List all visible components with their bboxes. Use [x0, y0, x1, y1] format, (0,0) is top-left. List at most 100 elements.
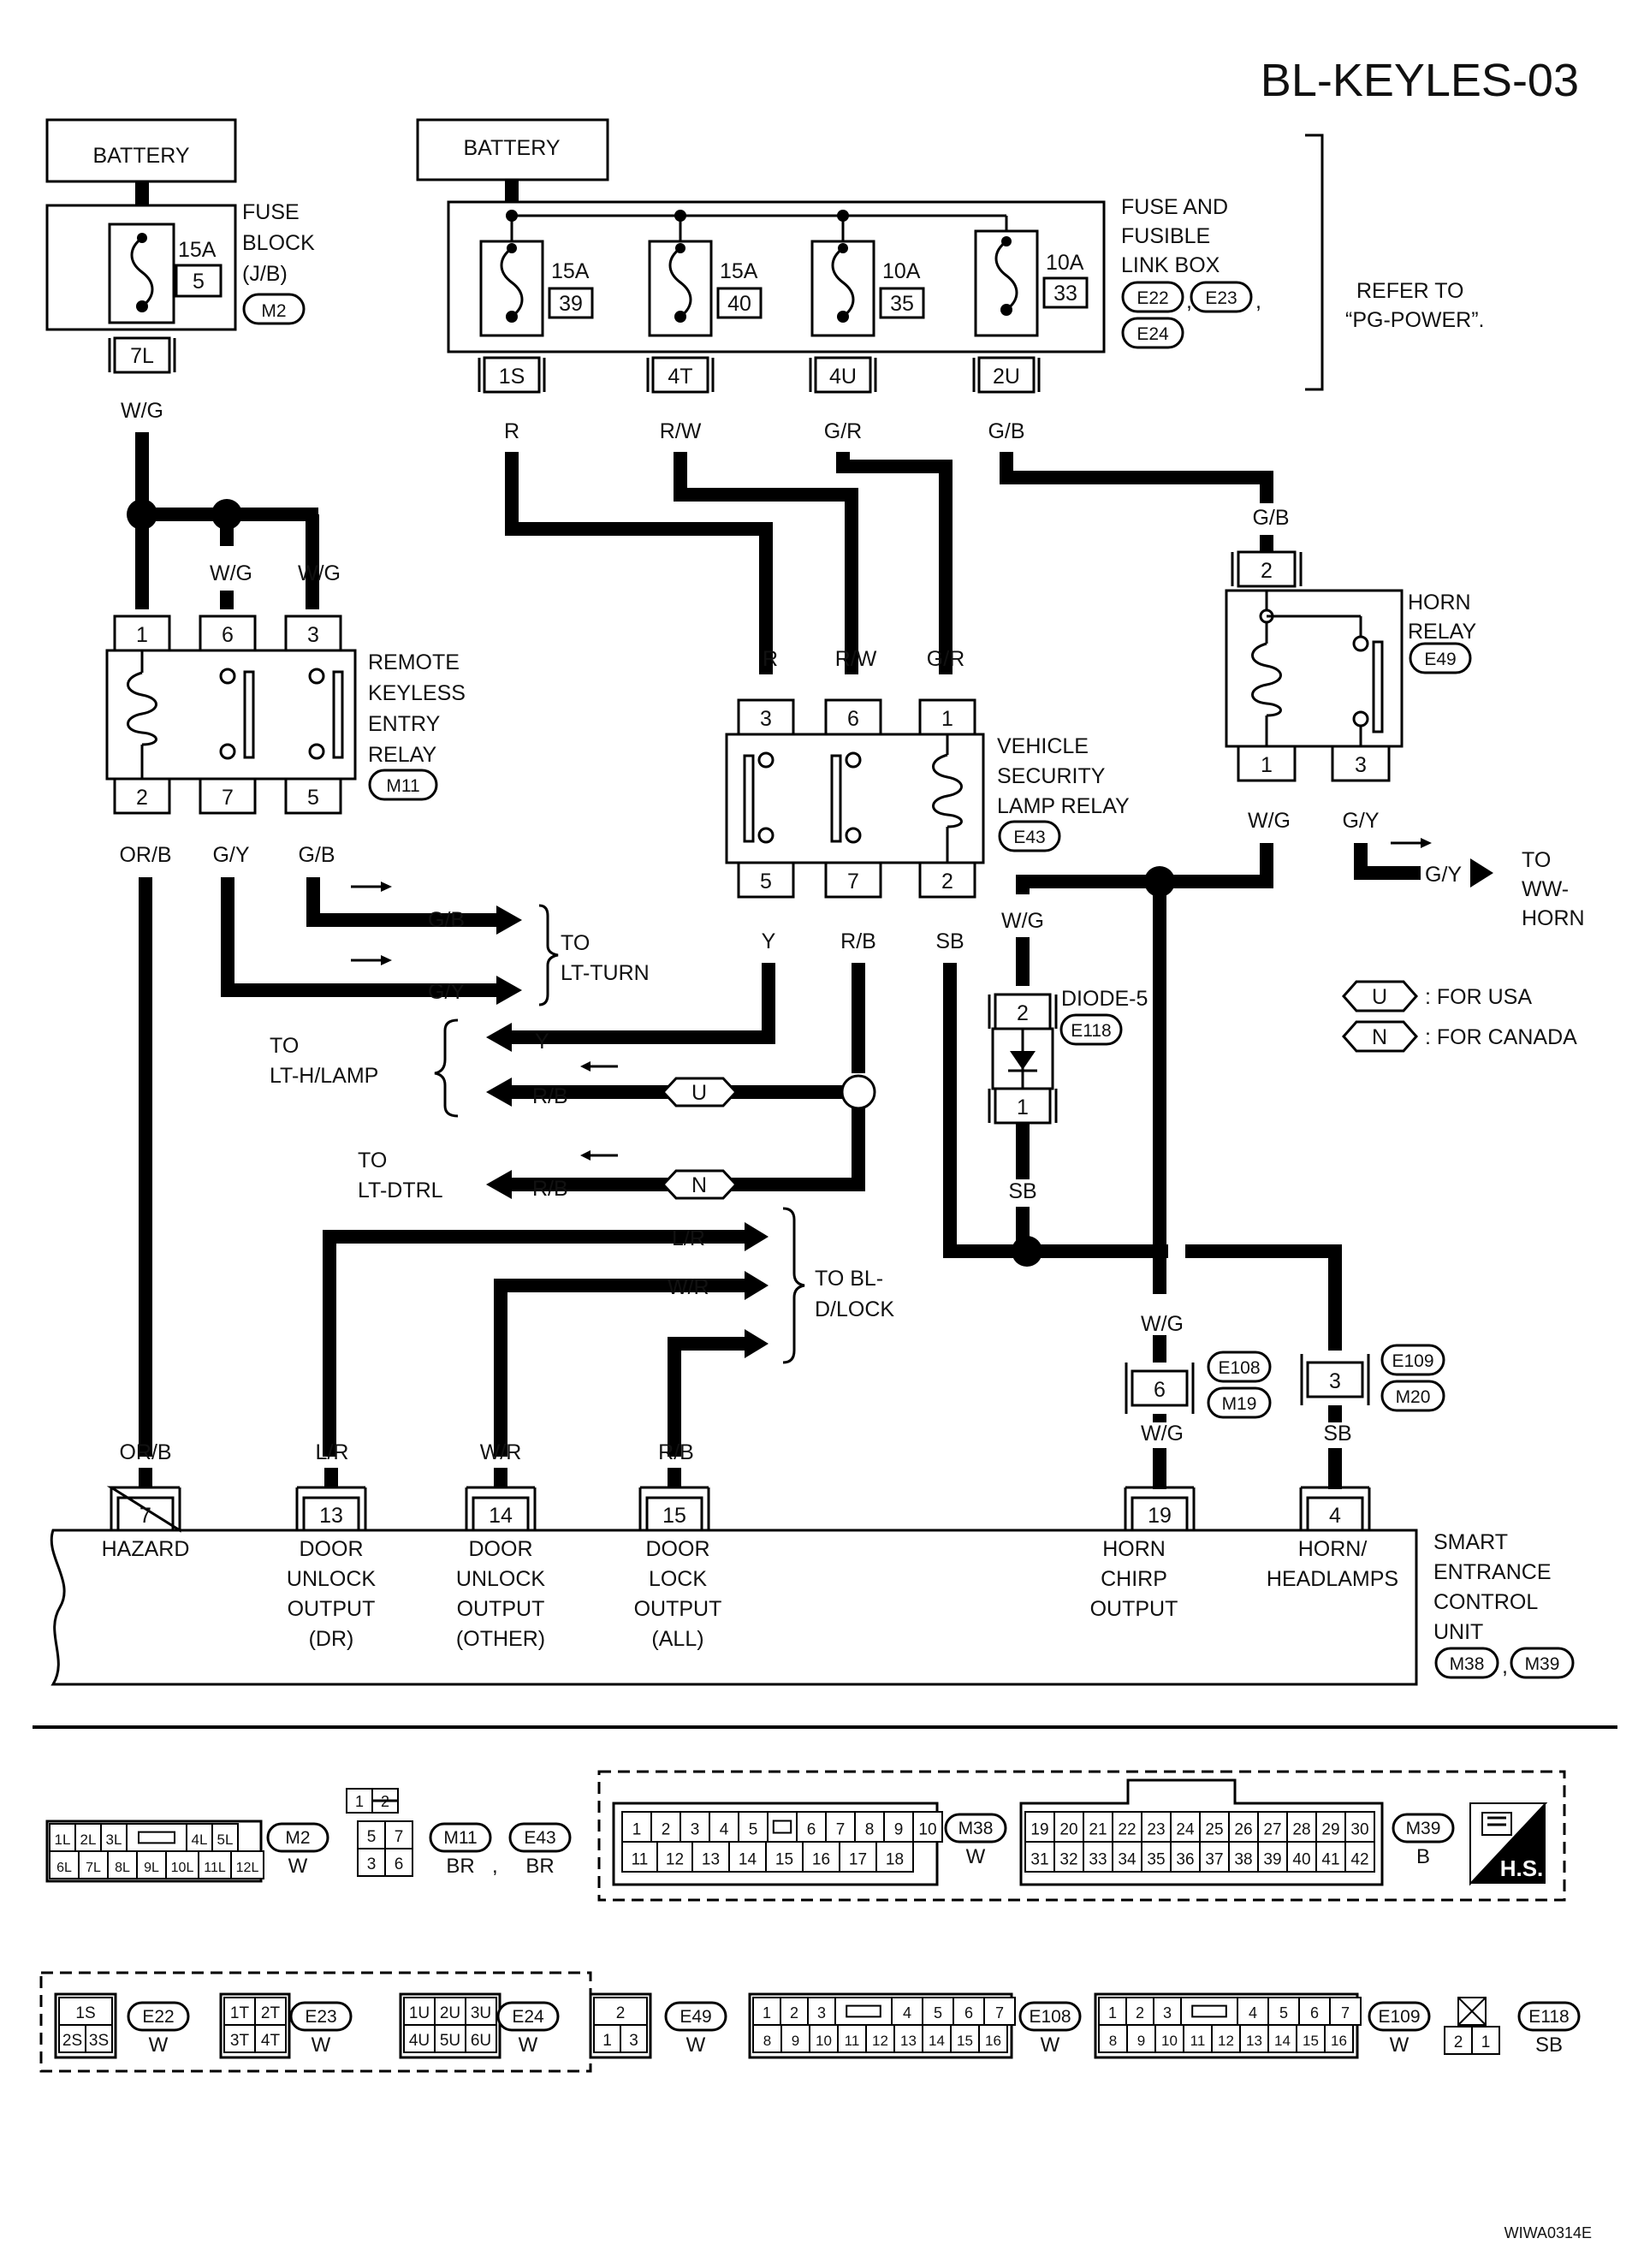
- separator: ,: [492, 1855, 498, 1878]
- pin-cell: [950, 2024, 980, 2053]
- svg-text:2: 2: [941, 870, 953, 894]
- pin-number: 3: [629, 2032, 638, 2050]
- pin-cell: [593, 2024, 621, 2053]
- pin-number: 3: [817, 2004, 826, 2022]
- wire-label-sb-e109-bottom: SB: [1323, 1422, 1351, 1446]
- svg-text:E109: E109: [1392, 1351, 1433, 1371]
- pin-cell: [230, 1850, 264, 1879]
- connector-code-tag: [508, 1822, 572, 1853]
- pin-number: 2: [616, 2004, 626, 2022]
- svg-text:14: 14: [489, 1504, 513, 1528]
- svg-text:M11: M11: [386, 776, 419, 796]
- pin-cell: [465, 2024, 497, 2053]
- wire-label-orb-secu: OR/B: [119, 1440, 171, 1464]
- pin-cell: [1053, 1811, 1084, 1843]
- svg-text:15A: 15A: [720, 259, 758, 283]
- pin-cell: [254, 1997, 287, 2026]
- svg-text:15A: 15A: [551, 259, 590, 283]
- pin-number: 16: [985, 2033, 1001, 2049]
- ww-horn-label-3: HORN: [1522, 906, 1585, 930]
- connector-color: BR: [446, 1855, 474, 1878]
- pin-number: 16: [1331, 2033, 1347, 2049]
- connector-code-tag: [1517, 2001, 1581, 2032]
- connector-housing: [589, 1992, 652, 2059]
- pin-number: 8: [1109, 2033, 1117, 2049]
- pin-cell: [49, 1850, 80, 1879]
- connector-color: W: [686, 2033, 706, 2057]
- connector-housing: [399, 1992, 501, 2059]
- svg-text:DOOR: DOOR: [469, 1537, 533, 1561]
- wire-label-rke-6: W/G: [210, 561, 252, 585]
- refer-note-2: “PG-POWER”.: [1345, 308, 1485, 332]
- svg-text:(DR): (DR): [309, 1627, 354, 1651]
- svg-text:40: 40: [727, 292, 751, 316]
- pin-cell: [1053, 1841, 1084, 1873]
- svg-text:N: N: [691, 1173, 707, 1197]
- key-slot: [1191, 2004, 1227, 2018]
- svg-text:13: 13: [319, 1504, 343, 1528]
- connector-housing: [219, 1992, 291, 2059]
- lt-dtrl-label-1: TO: [358, 1149, 387, 1173]
- pin-number: 36: [1176, 1850, 1194, 1868]
- pin-number: 40: [1292, 1850, 1310, 1868]
- pin-number: 1: [763, 2004, 771, 2022]
- pin-number: 16: [812, 1850, 830, 1868]
- svg-text:CONTROL: CONTROL: [1433, 1590, 1538, 1614]
- svg-text:7L: 7L: [130, 344, 154, 368]
- pin-cell: [78, 1850, 109, 1879]
- pin-number: 6: [964, 2004, 973, 2022]
- pin-number: 10: [918, 1820, 936, 1838]
- pin-number: 24: [1176, 1820, 1195, 1838]
- wire-label-gr-relay: G/R: [927, 647, 964, 671]
- pin-cell: [223, 2024, 256, 2053]
- pin-number: 6U: [471, 2032, 491, 2050]
- svg-text:U: U: [1372, 985, 1387, 1009]
- fuse-block: 15A 5 FUSE BLOCK (J/B) M2: [45, 200, 315, 331]
- refer-note-1: REFER TO: [1356, 279, 1464, 303]
- pin-number: 14: [929, 2033, 945, 2049]
- svg-text:1: 1: [136, 623, 148, 647]
- pin-number: 11: [1190, 2033, 1206, 2049]
- pin-number: 3S: [89, 2032, 109, 2050]
- svg-text:7: 7: [222, 786, 234, 810]
- svg-text:39: 39: [559, 292, 583, 316]
- connector-code: M38: [958, 1819, 994, 1838]
- svg-text:35: 35: [890, 292, 914, 316]
- pin-number: 32: [1059, 1850, 1077, 1868]
- hs-badge: H.S.: [1469, 1802, 1548, 1886]
- svg-text:1: 1: [1261, 753, 1273, 777]
- pin-cell: [593, 1997, 648, 2026]
- pin-cell: [1228, 1841, 1259, 1873]
- svg-text:15: 15: [662, 1504, 686, 1528]
- pin-number: 27: [1263, 1820, 1281, 1838]
- svg-text:,: ,: [1502, 1654, 1508, 1678]
- pin-number: 12: [1218, 2033, 1234, 2049]
- lt-turn-wire-gb: G/B: [428, 908, 465, 932]
- pin-number: 5: [934, 2004, 942, 2022]
- pin-number: 4: [1249, 2004, 1257, 2022]
- svg-text:E49: E49: [1424, 650, 1456, 669]
- pin-cell: [656, 1841, 693, 1873]
- pin-cell: [254, 2024, 287, 2053]
- connector-code-tag: [1018, 2001, 1082, 2032]
- pin-cell: [85, 2024, 113, 2053]
- pin-number: 6: [807, 1820, 816, 1838]
- pin-number: 1T: [230, 2004, 250, 2022]
- pin-number: 29: [1321, 1820, 1339, 1838]
- pin-cell: [1024, 1811, 1055, 1843]
- pin-cell: [620, 2024, 648, 2053]
- pin-number: 34: [1118, 1850, 1137, 1868]
- pin-cell: [922, 2024, 952, 2053]
- pin-number: 1: [632, 1820, 642, 1838]
- pin-number: 1L: [55, 1832, 71, 1848]
- pin-number: 5: [749, 1820, 758, 1838]
- pin-number: 6L: [56, 1861, 72, 1875]
- pin-cell: [403, 2024, 436, 2053]
- connector-code-tag: [664, 2001, 727, 2032]
- pin-number: 10L: [171, 1861, 194, 1875]
- wire-label-rw-relay: R/W: [835, 647, 877, 671]
